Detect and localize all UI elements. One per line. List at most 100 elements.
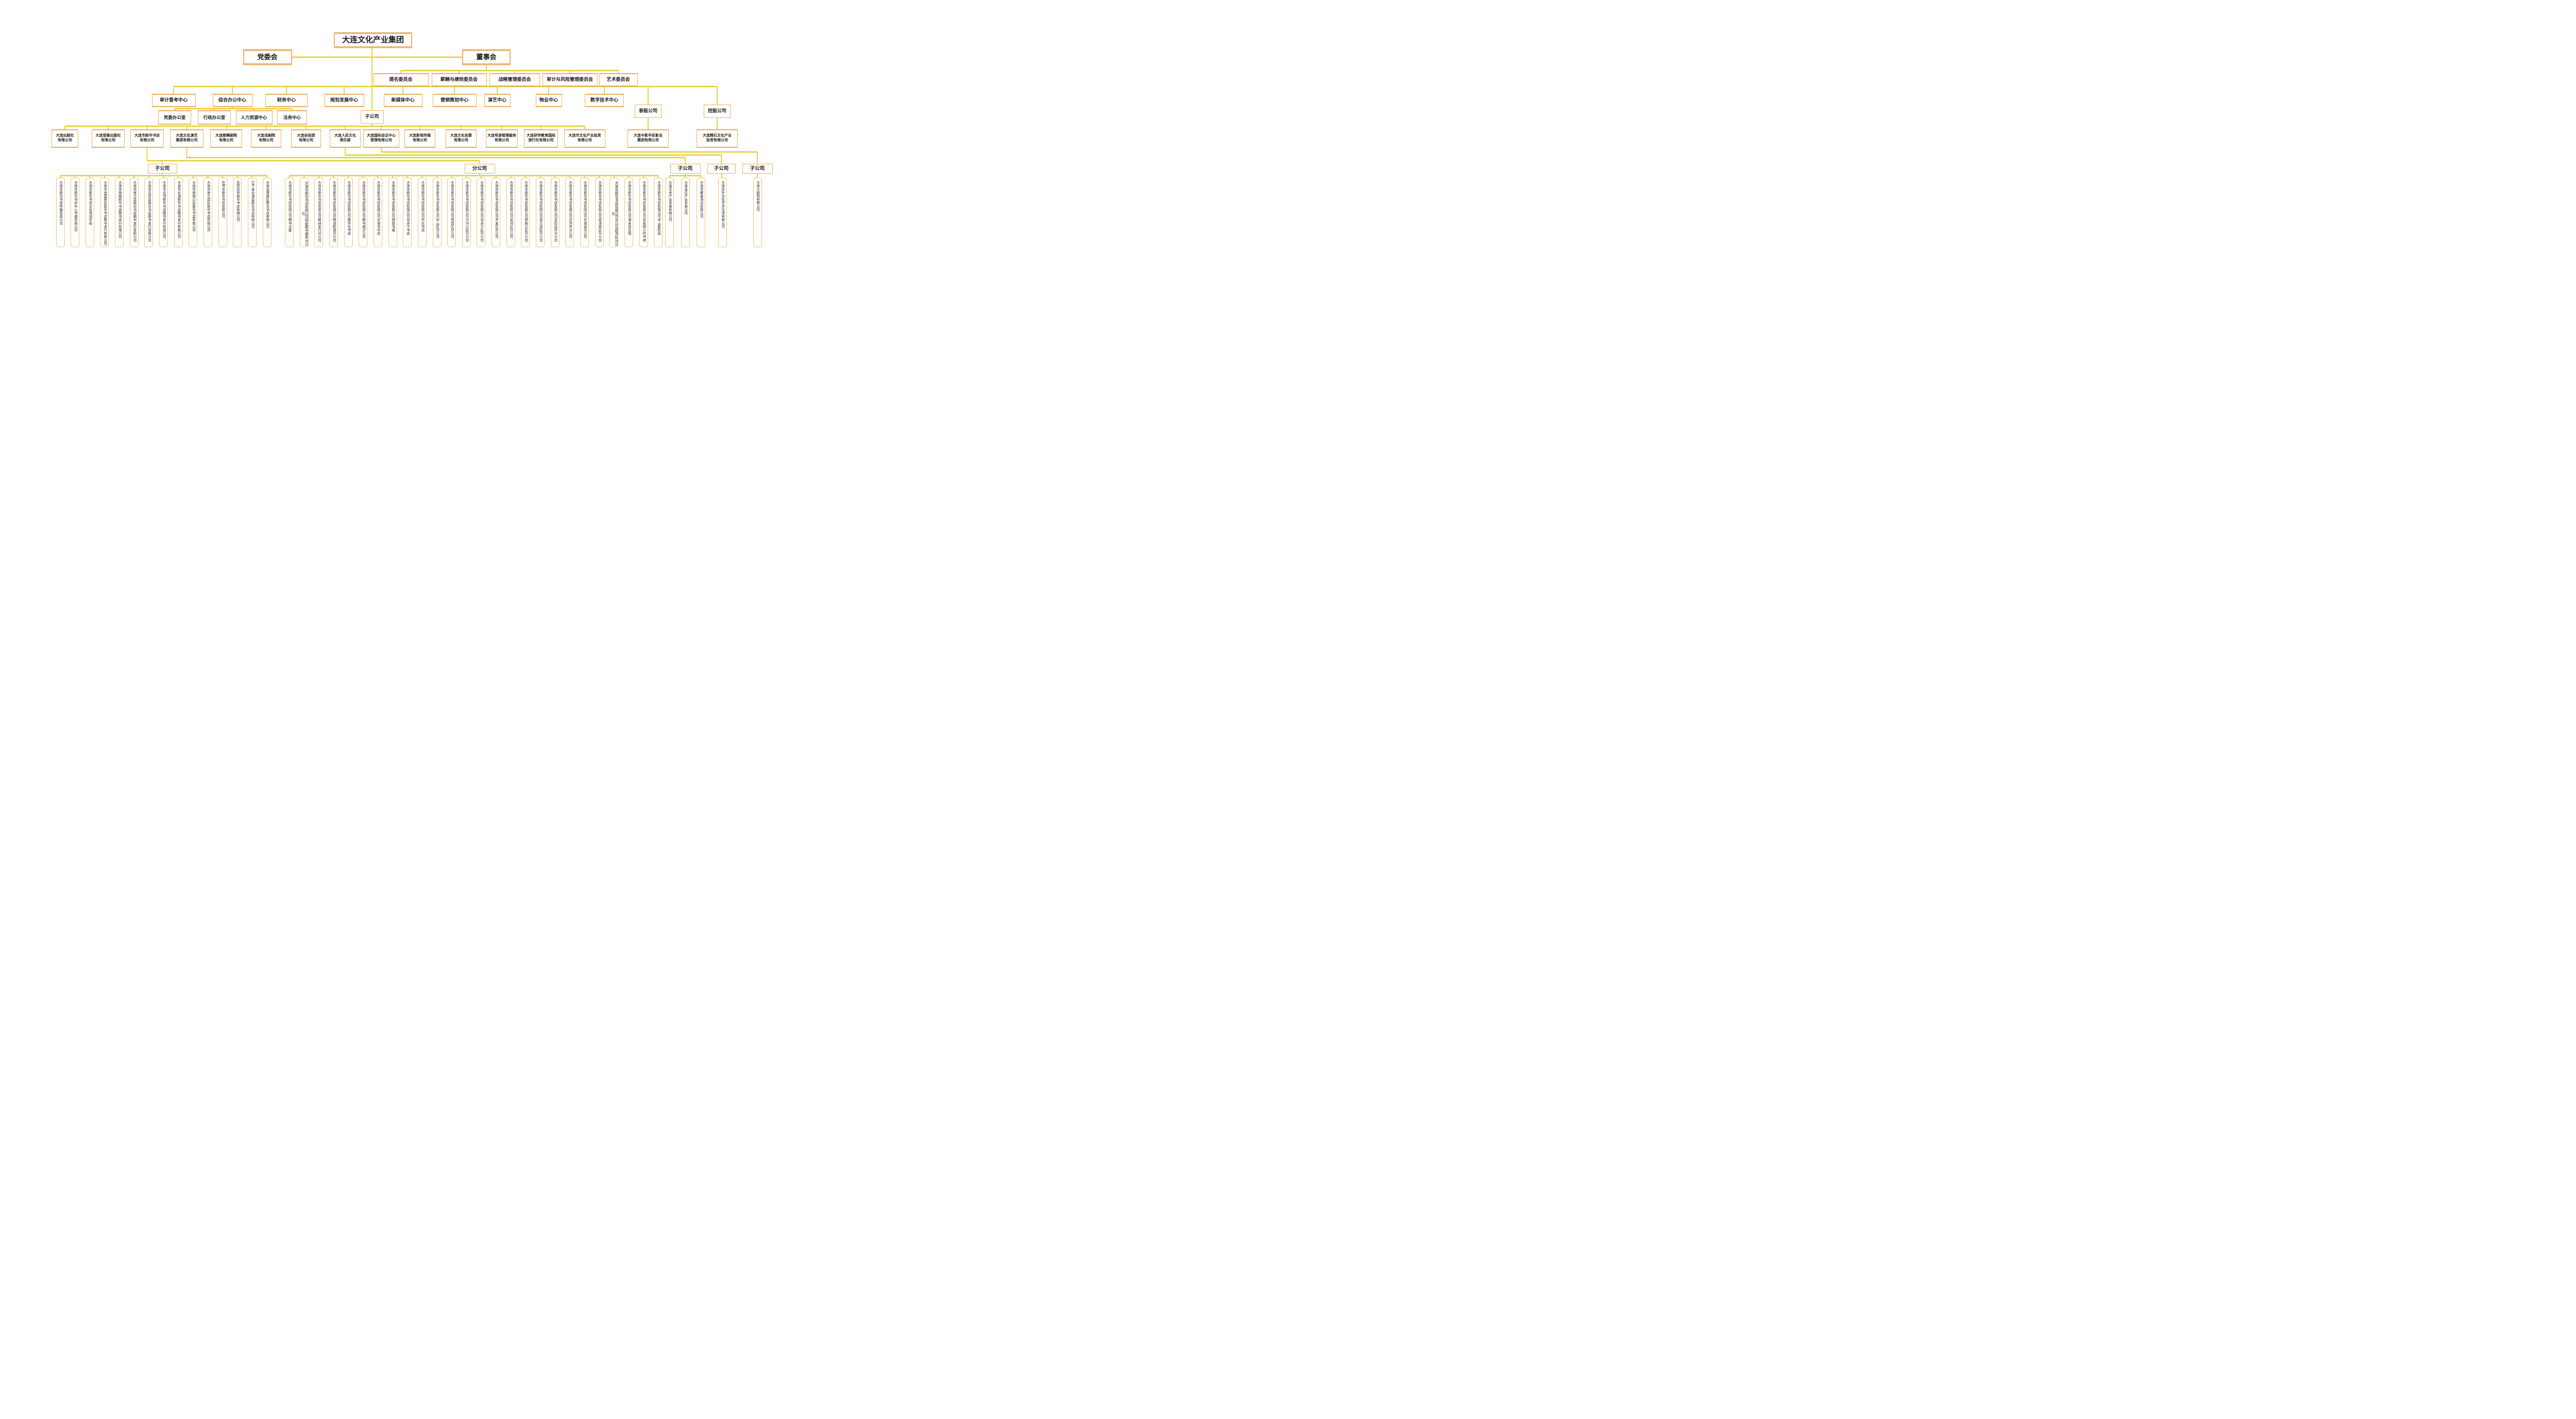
org-node-subsidiary: 大连文化创意 有限公司 (446, 130, 477, 147)
org-node-holding-header: 参股公司 (635, 105, 662, 118)
org-node-group-label: 分公司 (464, 164, 495, 174)
org-node-subsidiary: 大连导游管理服务 有限公司 (486, 130, 518, 147)
org-node-branch: 大连大剧院有限公司 (753, 178, 762, 247)
org-node-board: 董事会 (462, 50, 511, 64)
org-node-branch: 大连市金普新区新华书店图书发行有限公司 (100, 178, 109, 247)
org-node-branch: 大连市新华书店有限公司沙河口区分公司 (462, 178, 471, 247)
org-node-branch: 大连市新华书店有限公司庄河市分公司 (565, 178, 574, 247)
org-node-branch-label: 大连市新华书店有限公司文海书市店 (376, 181, 380, 235)
org-node-branch: 大连市庄河新华书店图书发行有限公司 (159, 178, 168, 247)
org-node-branch-label: 大连市旅顺新华书店图书发行有限公司 (117, 181, 122, 239)
org-node-branch-label: 大连市新华书店有限公司开发区分公司 (494, 181, 498, 239)
org-node-branch-label: 大连市新华书店有限公司甘井子书店 (405, 181, 410, 235)
org-node-branch-label: 大连市新华书店有限公司课本供应部 (627, 181, 631, 235)
org-node-center: 新媒体中心 (383, 94, 422, 107)
org-node-branch-label: 大连市金普新区新华书店图书发行有限公司 (103, 181, 107, 246)
org-node-committee: 提名委员会 (373, 74, 429, 86)
org-node-branch: 大连市新华书店有限公司普湾新区分公司 (595, 178, 604, 247)
org-node-branch: 大连市新华书店有限公司甘井子区分公司 (477, 178, 486, 247)
org-node-branch-label: 大连市普兰店区新华书店有限公司 (206, 181, 210, 232)
org-node-center: 演艺中心 (484, 94, 511, 107)
org-node-branch-label: 大连市新华书店有限公司沙河口区分公司 (465, 181, 469, 242)
org-node-branch: 大连市新华书店有限公司课本供应部 (624, 178, 633, 247)
org-node-subsidiary: 大连音像出版社 有限公司 (92, 130, 125, 147)
org-node-committee: 艺术委员会 (599, 74, 638, 86)
org-node-subsidiary: 大连市新华书店 有限公司 (130, 130, 164, 147)
org-node-branch: 瓦房店市新华书店有限公司 (233, 178, 242, 247)
org-node-branch: 大连市新华书店有限公司贰拾肆小时书吧 (639, 178, 648, 247)
org-node-branch-label: 大连市新华书店有限公司外文书店 (420, 181, 425, 232)
org-node-branch: 大连市新华书店有限公司甘井子书店 (403, 178, 412, 247)
org-node-holding-header: 控股公司 (704, 105, 731, 118)
org-node-center: 规划发展中心 (324, 94, 364, 107)
org-node-group-label: 子公司 (742, 164, 773, 174)
org-node-branch-label: 瓦房店市新华书店有限公司 (236, 181, 240, 222)
org-node-branch: 庄河市新华书店有限公司 (218, 178, 227, 247)
org-node-subsidiary: 大连人民文化 俱乐部 (330, 130, 361, 147)
org-node-branch: 大连音乐产业有限公司 (681, 178, 690, 247)
org-node-branch: 大连市旅顺口区新华书店有限公司 (189, 178, 198, 247)
org-node-branch-label: 大连市新华书店有限公司贰拾肆小时书吧 (642, 181, 646, 242)
org-node-branch-label: 大连市新华书店有限公司长海县分公司 (583, 181, 587, 239)
org-node-branch: 辽宁省长海县新华书店有限公司 (247, 178, 257, 247)
org-node-branch-label: 大连市新华书店有限公司甘井子区分公司 (480, 181, 484, 242)
org-node-branch-label: 大连市新华书店中心书城有限公司 (73, 181, 77, 232)
org-node-branch-label: 大连金普新区新华书店有限公司 (265, 181, 269, 229)
org-node-branch-label: 大连市新华书店有限公司长兴岛经济区分公司 (611, 181, 618, 246)
org-node-branch-label: 大连市新华书店有限公司普兰店区分公司 (538, 181, 543, 242)
org-node-branch: 大连对外文化艺术交流有限公司 (718, 178, 727, 247)
org-node-subsidiary: 大连文化演艺 集团有限公司 (170, 130, 204, 147)
org-node-branch-label: 大连市新华书店有限公司普湾新区分公司 (598, 181, 602, 242)
org-node-branch: 大连市新华书店有限公司物流配送分公司 (329, 178, 338, 247)
org-node-branch-label: 大连市新华书店有限公司物流配送分公司 (332, 181, 336, 242)
org-node-branch: 大连市新华书店有限公司外文书店 (417, 178, 427, 247)
org-node-center: 综合办公中心 (212, 94, 252, 107)
org-node-branch: 大连市新华书店有限公司开发区分公司 (492, 178, 501, 247)
org-node-branch: 大连市新华书店有限公司长兴岛经济区分公司 (609, 178, 619, 247)
org-node-branch: 大连市新华书店中心书城有限公司 (71, 178, 80, 247)
org-node-branch-label: 大连市繁星演出有限公司 (699, 181, 703, 218)
org-node-branch-label: 大连市瓦房店新华书店图书发行有限公司 (147, 181, 151, 242)
org-node-branch: 大连市普兰店新华书店图书发行有限公司 (129, 178, 139, 247)
org-node-branch-label: 大连市新华书店有限公司图书大厦 (287, 181, 292, 232)
org-node-branch-label: 大连市新华书店有限公司庄河市分公司 (568, 181, 572, 239)
org-node-branch: 大连市新华书店有限公司西岗区分公司 (447, 178, 456, 247)
org-node-branch-label: 大连市新华书店有限公司中山医院店 (656, 181, 660, 235)
org-node-branch: 大连市新华书店有限公司普兰店区分公司 (536, 178, 545, 247)
org-node-branch: 大连市新华书店有限公司馆配图书服务分公司 (299, 178, 309, 247)
org-node-subsidiary: 大连杂技团 有限公司 (291, 130, 321, 147)
org-node-branch: 大连市新华书店有限公司旅顺口区分公司 (521, 178, 530, 247)
org-node-branch-label: 大连大剧院有限公司 (756, 181, 760, 212)
org-node-root: 大连文化产业集团 (334, 33, 412, 47)
org-node-party-committee: 党委会 (243, 50, 292, 64)
org-node-branch-label: 大连市长海新华书店图书发行有限公司 (177, 181, 181, 239)
org-node-group-label: 子公司 (670, 164, 701, 174)
org-node-subsidiary-header: 子公司 (360, 110, 384, 124)
org-node-branch-label: 大连市新华书店有限公司教材发行分公司 (317, 181, 321, 242)
org-node-subsidiary: 大连市文化产业投资 有限公司 (564, 130, 605, 147)
org-node-center: 物业中心 (535, 94, 562, 107)
org-node-subsidiary: 大连出版社 有限公司 (52, 130, 78, 147)
org-node-branch-label: 大连市新华书店有限公司旅顺口区分公司 (524, 181, 528, 242)
org-node-subsidiary: 大连精石文化产业 投资有限公司 (697, 130, 738, 147)
org-node-committee: 战略管理委员会 (489, 74, 540, 86)
org-node-branch: 大连市普兰店区新华书店有限公司 (204, 178, 212, 247)
org-node-branch: 大连市瓦房店新华书店图书发行有限公司 (144, 178, 154, 247)
org-node-branch-label: 大连市新华书店有限公司数字化书店 (347, 181, 351, 235)
org-node-branch: 大连市新华书店有限公司中山医院店 (654, 178, 663, 247)
org-node-branch-label: 大连艺术产业发展有限公司 (668, 181, 672, 222)
org-node-branch-label: 大连市旅顺口区新华书店有限公司 (192, 181, 196, 232)
org-node-branch-label: 大连市新华书店有限公司馆配图书服务分公司 (301, 181, 308, 246)
org-node-branch-label: 大连音乐产业有限公司 (684, 181, 688, 215)
org-node-subsidiary: 大连中影华臣影业 集团有限公司 (628, 130, 669, 147)
org-node-subsidiary: 大连国际会议中心 管理有限公司 (363, 130, 399, 147)
org-node-group-label: 子公司 (147, 164, 177, 174)
org-node-branch: 大连市新华书店有限公司数字化书店 (344, 178, 353, 247)
org-node-branch: 大连市新华书店有限公司图书大厦 (285, 178, 294, 247)
org-node-branch: 大连市新华书店有限公司金州区分公司 (506, 178, 515, 247)
org-node-center: 数字技术中心 (585, 94, 624, 107)
org-node-center: 财务中心 (265, 94, 308, 107)
org-node-branch-label: 大连市新华书店文化培训学校 (88, 181, 92, 225)
org-node-branch: 大连市新华书店传媒有限公司 (56, 178, 65, 247)
org-node-office: 法务中心 (277, 111, 307, 124)
